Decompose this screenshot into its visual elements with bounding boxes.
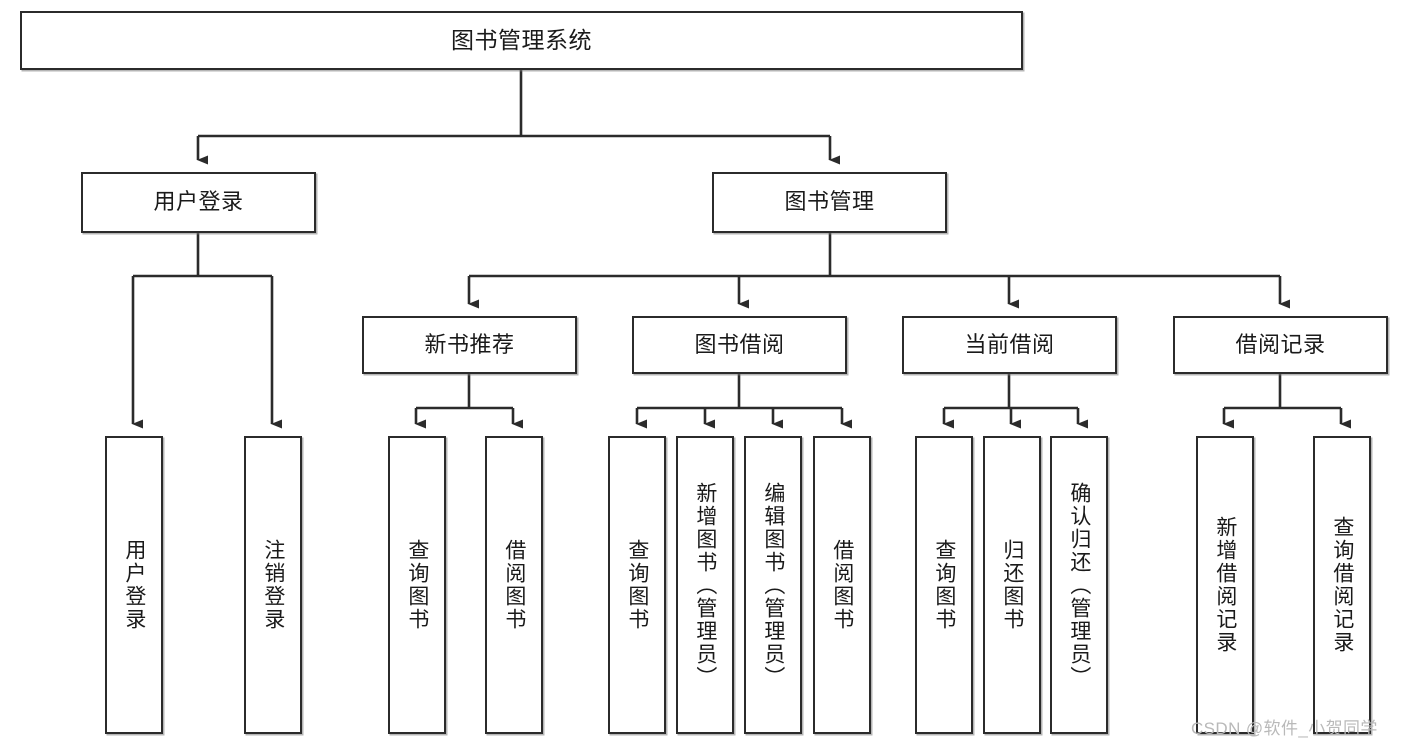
leaf-return-book[interactable]: 归还图书 [983, 436, 1041, 734]
node-user-login[interactable]: 用户登录 [81, 172, 316, 233]
node-label: 新增图书（管理员） [693, 481, 717, 689]
leaf-query-book-borrow[interactable]: 查询图书 [608, 436, 666, 734]
node-new-book-recommend[interactable]: 新书推荐 [362, 316, 577, 374]
node-label: 查询图书 [625, 539, 649, 631]
leaf-user-login[interactable]: 用户登录 [105, 436, 163, 734]
node-borrow-record[interactable]: 借阅记录 [1173, 316, 1388, 374]
leaf-borrow-book[interactable]: 借阅图书 [813, 436, 871, 734]
node-label: 新增借阅记录 [1213, 516, 1237, 654]
node-label: 归还图书 [1000, 539, 1024, 631]
node-book-management[interactable]: 图书管理 [712, 172, 947, 233]
node-label: 查询图书 [405, 539, 429, 631]
node-current-borrow[interactable]: 当前借阅 [902, 316, 1117, 374]
csdn-watermark: CSDN @软件_小贺同学 [1191, 714, 1378, 739]
leaf-query-book-recommend[interactable]: 查询图书 [388, 436, 446, 734]
node-label: 借阅记录 [1235, 331, 1326, 357]
node-label: 查询借阅记录 [1330, 516, 1354, 654]
node-label: 借阅图书 [830, 539, 854, 631]
leaf-query-book-current[interactable]: 查询图书 [915, 436, 973, 734]
leaf-borrow-book-recommend[interactable]: 借阅图书 [485, 436, 543, 734]
node-label: 注销登录 [261, 539, 285, 631]
leaf-confirm-return-admin[interactable]: 确认归还（管理员） [1050, 436, 1108, 734]
node-label: 用户登录 [153, 189, 244, 215]
node-book-borrow[interactable]: 图书借阅 [632, 316, 847, 374]
node-label: 用户登录 [122, 539, 146, 631]
leaf-add-book-admin[interactable]: 新增图书（管理员） [676, 436, 734, 734]
node-label: 当前借阅 [964, 331, 1055, 357]
node-label: 图书管理系统 [451, 26, 592, 53]
watermark-text: CSDN @软件_小贺同学 [1191, 719, 1378, 738]
node-label: 图书管理 [784, 189, 875, 215]
node-label: 编辑图书（管理员） [761, 481, 785, 689]
leaf-edit-book-admin[interactable]: 编辑图书（管理员） [744, 436, 802, 734]
node-label: 新书推荐 [424, 331, 515, 357]
leaf-query-borrow-record[interactable]: 查询借阅记录 [1313, 436, 1371, 734]
leaf-logout[interactable]: 注销登录 [244, 436, 302, 734]
node-label: 确认归还（管理员） [1067, 481, 1091, 689]
leaf-add-borrow-record[interactable]: 新增借阅记录 [1196, 436, 1254, 734]
node-label: 借阅图书 [502, 539, 526, 631]
node-root-book-management-system[interactable]: 图书管理系统 [20, 11, 1023, 70]
node-label: 查询图书 [932, 539, 956, 631]
node-label: 图书借阅 [694, 331, 785, 357]
